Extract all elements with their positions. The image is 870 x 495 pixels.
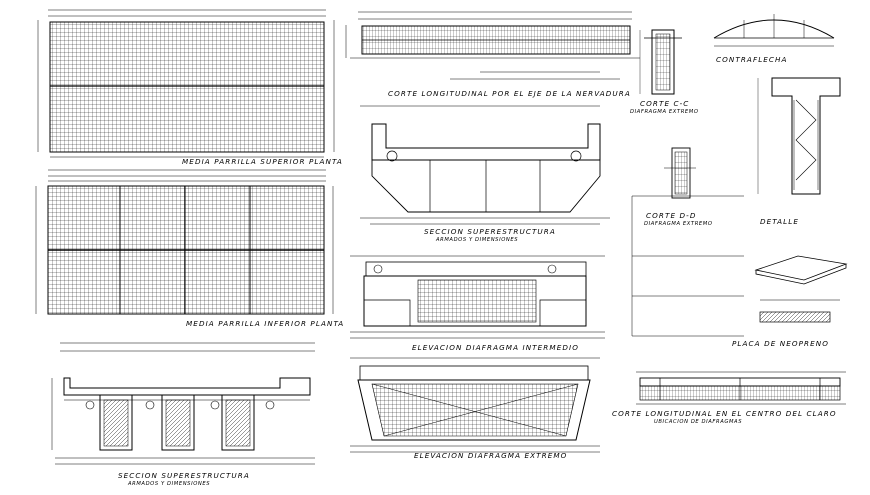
detalle-drawing (757, 77, 841, 195)
title-corte-longitudinal-centro: CORTE LONGITUDINAL EN EL CENTRO DEL CLAR… (612, 409, 837, 418)
corte-centro-drawing (636, 371, 846, 405)
subtitle-ubicacion-diafragmas: UBICACION DE DIAFRAGMAS (654, 419, 743, 425)
title-elevacion-extremo: ELEVACION DIAFRAGMA EXTREMO (414, 451, 568, 460)
elevacion-intermedio-drawing (350, 255, 605, 339)
parrilla-superior-drawing (37, 9, 335, 158)
subtitle-armados-dimensiones-bottom: ARMADOS Y DIMENSIONES (128, 481, 211, 487)
subtitle-diafragma-extremo-dd: DIAFRAGMA EXTREMO (644, 221, 713, 227)
subtitle-armados-dimensiones-mid: ARMADOS Y DIMENSIONES (436, 237, 519, 243)
title-detalle: DETALLE (760, 217, 799, 226)
title-corte-dd: CORTE D-D (646, 211, 697, 220)
corte-cc-drawing (639, 29, 682, 95)
contraflecha-drawing (713, 14, 835, 47)
title-seccion-superestructura-mid: SECCION SUPERESTRUCTURA (424, 227, 556, 236)
title-placa-neopreno: PLACA DE NEOPRENO (732, 339, 830, 348)
title-contraflecha: CONTRAFLECHA (716, 55, 788, 64)
title-seccion-superestructura-bottom: SECCION SUPERESTRUCTURA (118, 471, 250, 480)
subtitle-diafragma-extremo-cc: DIAFRAGMA EXTREMO (630, 109, 699, 115)
neopreno-table-drawing (631, 195, 848, 337)
title-media-parrilla-inferior: MEDIA PARRILLA INFERIOR PLANTA (186, 319, 345, 328)
title-corte-longitudinal-nervadura: CORTE LONGITUDINAL POR EL EJE DE LA NERV… (388, 89, 631, 98)
corte-nervadura-drawing (345, 11, 640, 80)
seccion-bottom-drawing (51, 342, 315, 465)
elevacion-extremo-drawing (350, 357, 600, 453)
title-corte-cc: CORTE C-C (640, 99, 690, 108)
title-media-parrilla-superior: MEDIA PARRILLA SUPERIOR PLANTA (182, 157, 343, 166)
parrilla-inferior-drawing (35, 169, 334, 315)
corte-dd-drawing (664, 147, 696, 199)
title-elevacion-intermedio: ELEVACION DIAFRAGMA INTERMEDIO (412, 343, 579, 352)
seccion-mid-drawing (360, 105, 610, 225)
